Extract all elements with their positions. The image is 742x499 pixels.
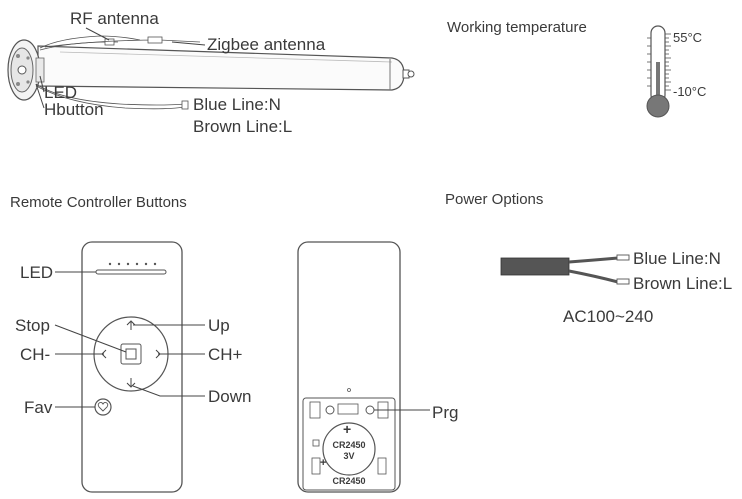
stop-label: Stop: [15, 316, 50, 335]
temp-high-label: 55°C: [673, 30, 702, 45]
down-label: Down: [208, 387, 251, 406]
power-brown-line-label: Brown Line:L: [633, 274, 732, 293]
power-title: Power Options: [445, 191, 543, 208]
down-arrow-icon[interactable]: [126, 378, 136, 388]
up-label: Up: [208, 316, 230, 335]
power-blue-line-label: Blue Line:N: [633, 249, 721, 268]
battery-plus-top: +: [343, 421, 351, 437]
fav-button[interactable]: [94, 398, 112, 416]
motor-head: [7, 39, 45, 101]
remote-back: [297, 241, 401, 493]
heart-icon: [97, 401, 109, 412]
temperature-title: Working temperature: [447, 19, 587, 36]
ch-minus-label: CH-: [20, 345, 50, 364]
tubular-motor: [7, 35, 415, 110]
thermometer-icon: [646, 25, 671, 118]
remote-front: [81, 241, 183, 493]
battery-model-label: CR2450: [332, 440, 365, 450]
power-voltage-label: AC100~240: [563, 307, 653, 326]
led-label: LED: [44, 83, 77, 102]
remote-title: Remote Controller Buttons: [10, 194, 187, 211]
battery-plus-side: +: [320, 457, 326, 469]
temp-low-label: -10°C: [673, 84, 706, 99]
h-button-label: Hbutton: [44, 100, 104, 119]
motor-brown-line-label: Brown Line:L: [193, 117, 292, 136]
rf-antenna-label: RF antenna: [70, 9, 159, 28]
ch-plus-label: CH+: [208, 345, 243, 364]
remote-led-label: LED: [20, 263, 53, 282]
coin-battery: [322, 422, 376, 476]
battery-model-bottom-label: CR2450: [332, 476, 365, 486]
battery-voltage-label: 3V: [343, 451, 354, 461]
stop-button[interactable]: [125, 348, 137, 360]
power-cable: [500, 254, 630, 285]
motor-blue-line-label: Blue Line:N: [193, 95, 281, 114]
up-arrow-icon[interactable]: [126, 320, 136, 330]
prg-label: Prg: [432, 403, 458, 422]
fav-label: Fav: [24, 398, 53, 417]
zigbee-antenna-label: Zigbee antenna: [207, 35, 326, 54]
